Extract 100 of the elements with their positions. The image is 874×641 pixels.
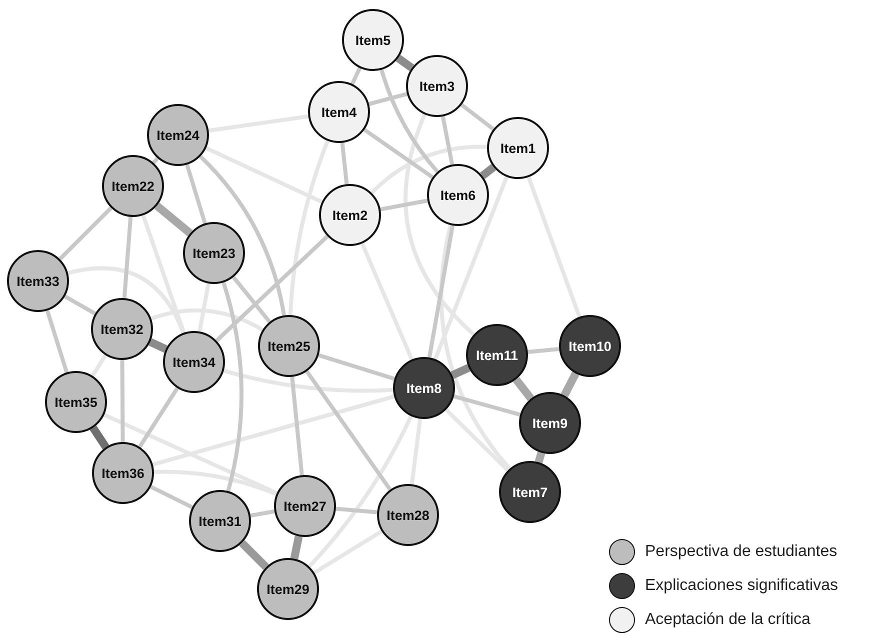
- node-label: Item24: [156, 128, 200, 142]
- network-edge: [64, 294, 96, 316]
- network-edge: [154, 202, 193, 236]
- node-label: Item34: [172, 354, 216, 370]
- network-edge: [103, 413, 278, 495]
- network-edge: [150, 484, 194, 510]
- network-edge: [208, 114, 309, 133]
- network-edge: [141, 214, 186, 334]
- network-edge: [122, 216, 133, 298]
- node-label: Item35: [54, 394, 98, 410]
- network-edge: [560, 372, 580, 398]
- network-edge: [232, 276, 272, 324]
- node-label: Item27: [284, 498, 326, 514]
- network-edge: [152, 394, 395, 466]
- network-edge: [152, 156, 159, 164]
- network-edge: [290, 376, 304, 476]
- network-edge: [205, 146, 323, 204]
- network-edge: [460, 103, 495, 131]
- node-label: Item6: [440, 188, 476, 202]
- network-edge: [288, 140, 330, 316]
- item-node-circle: [163, 331, 225, 393]
- item-node-circle: [147, 104, 209, 166]
- item-node-circle: [189, 490, 251, 552]
- network-edge: [444, 408, 510, 472]
- node-label: Item33: [16, 274, 60, 288]
- network-edge: [380, 198, 428, 212]
- item-node-circle: [393, 357, 455, 419]
- item-node-circle: [102, 155, 164, 217]
- network-edge: [480, 164, 496, 180]
- node-label: Item28: [386, 508, 430, 522]
- network-edge: [215, 234, 329, 342]
- network-edge: [336, 506, 378, 514]
- network-edge: [380, 69, 439, 174]
- network-edge: [90, 354, 108, 377]
- network-edge: [313, 530, 383, 574]
- network-edge: [534, 452, 546, 464]
- network-edge: [154, 470, 278, 496]
- network-edge: [439, 224, 512, 470]
- item-node-circle: [466, 324, 528, 386]
- node-label: Item1: [500, 140, 536, 156]
- node-label: Item31: [198, 514, 242, 528]
- node-label: Item4: [321, 104, 357, 120]
- network-edge: [350, 67, 362, 85]
- node-label: Item23: [192, 246, 236, 260]
- node-label: Item5: [355, 32, 391, 48]
- network-edge: [340, 142, 349, 184]
- network-edge: [526, 176, 582, 318]
- network-edge: [512, 376, 534, 402]
- network-edge: [440, 116, 454, 165]
- node-label: Item8: [406, 380, 442, 396]
- item-node-circle: [258, 315, 320, 377]
- network-edge: [396, 54, 414, 72]
- network-edge: [290, 536, 303, 560]
- node-label: Item29: [266, 582, 310, 596]
- network-edge: [453, 394, 521, 417]
- network-edge: [433, 176, 509, 360]
- network-edge: [120, 360, 125, 442]
- node-label: Item2: [332, 208, 368, 222]
- network-edge: [318, 353, 395, 381]
- item-node-circle: [91, 298, 153, 360]
- network-edge: [410, 418, 422, 484]
- network-edge: [239, 540, 269, 570]
- network-edge: [58, 206, 112, 260]
- node-label: Item3: [419, 78, 455, 94]
- network-edge: [138, 387, 179, 448]
- item-node-circle: [319, 184, 381, 246]
- legend-label: Explicaciones significativas: [645, 577, 838, 595]
- node-label: Item25: [268, 338, 310, 354]
- node-label: Item10: [568, 338, 612, 354]
- node-label: Item22: [112, 178, 154, 194]
- item-node-circle: [274, 475, 336, 537]
- node-label: Item9: [532, 416, 568, 430]
- network-edge: [148, 338, 168, 353]
- network-edge: [45, 310, 69, 374]
- network-edge: [308, 415, 413, 568]
- node-label: Item11: [476, 348, 518, 362]
- node-label: Item36: [102, 466, 144, 480]
- network-edge: [185, 164, 207, 224]
- legend-label: Aceptación de la crítica: [645, 611, 810, 629]
- item-node-circle: [427, 164, 489, 226]
- legend-label: Perspectiva de estudiantes: [645, 543, 838, 561]
- node-label: Item7: [512, 484, 548, 500]
- network-edge: [222, 282, 244, 492]
- network-edge: [363, 128, 434, 179]
- item-node-circle: [45, 371, 107, 433]
- network-edge: [199, 155, 286, 316]
- item-node-circle: [257, 558, 319, 620]
- network-edge: [198, 283, 210, 332]
- network-edge: [427, 225, 455, 358]
- network-edge: [250, 509, 275, 518]
- item-node-circle: [406, 55, 468, 117]
- network-edge: [404, 114, 476, 336]
- network-edge: [90, 426, 110, 450]
- network-edge: [150, 308, 264, 332]
- network-edge: [450, 364, 470, 379]
- network-edge: [360, 242, 414, 360]
- item-node-circle: [183, 222, 245, 284]
- network-edge: [370, 144, 488, 194]
- network-edge: [305, 370, 392, 491]
- network-edge: [223, 368, 394, 393]
